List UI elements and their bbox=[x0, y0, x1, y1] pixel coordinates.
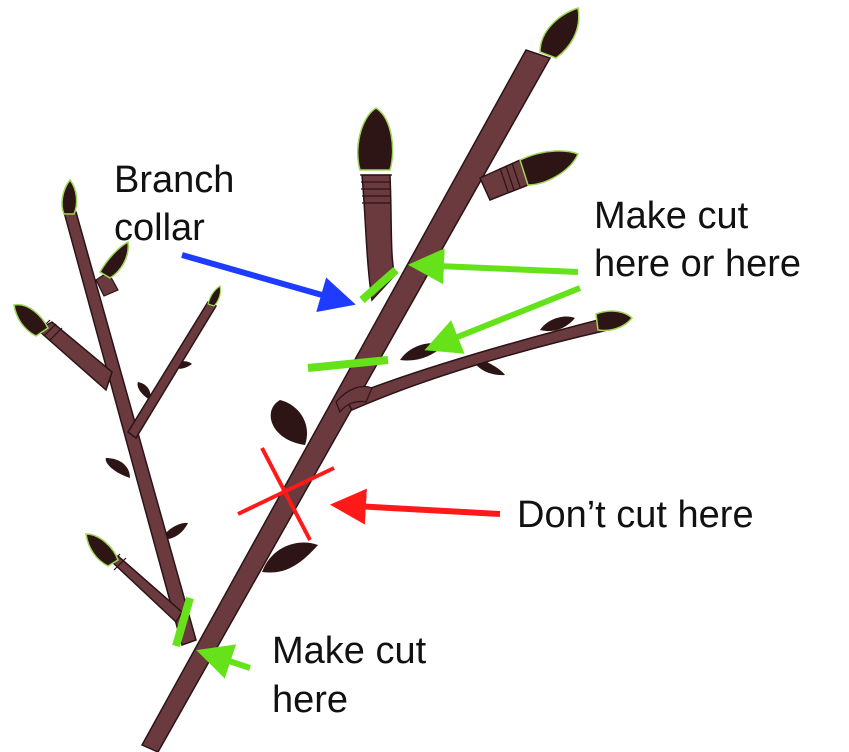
label-dont-cut: Don’t cut here bbox=[517, 494, 754, 536]
bud bbox=[520, 151, 578, 185]
label-lower-cut-2: here bbox=[272, 679, 348, 721]
label-branch-collar-2: collar bbox=[114, 207, 205, 249]
cut-markers bbox=[176, 270, 396, 646]
label-upper-cut-1: Make cut bbox=[594, 195, 749, 237]
trunk-tip-bud bbox=[540, 8, 579, 58]
arrow-dont-cut bbox=[336, 505, 500, 514]
bud bbox=[208, 286, 221, 306]
leaf bbox=[271, 400, 307, 445]
label-lower-cut-1: Make cut bbox=[272, 630, 427, 672]
side-bud-branch bbox=[480, 151, 578, 200]
label-upper-cut-2: here or here bbox=[594, 243, 801, 285]
leaf bbox=[106, 458, 130, 478]
branch-tip-bud bbox=[596, 311, 632, 330]
arrow-cut-upper-a bbox=[414, 265, 578, 272]
bud bbox=[62, 180, 77, 214]
left-branch bbox=[14, 180, 221, 645]
label-branch-collar-1: Branch bbox=[114, 159, 234, 201]
bud bbox=[86, 534, 118, 566]
bud bbox=[14, 305, 48, 336]
bud bbox=[358, 108, 393, 170]
arrow-branch-collar bbox=[182, 255, 350, 303]
